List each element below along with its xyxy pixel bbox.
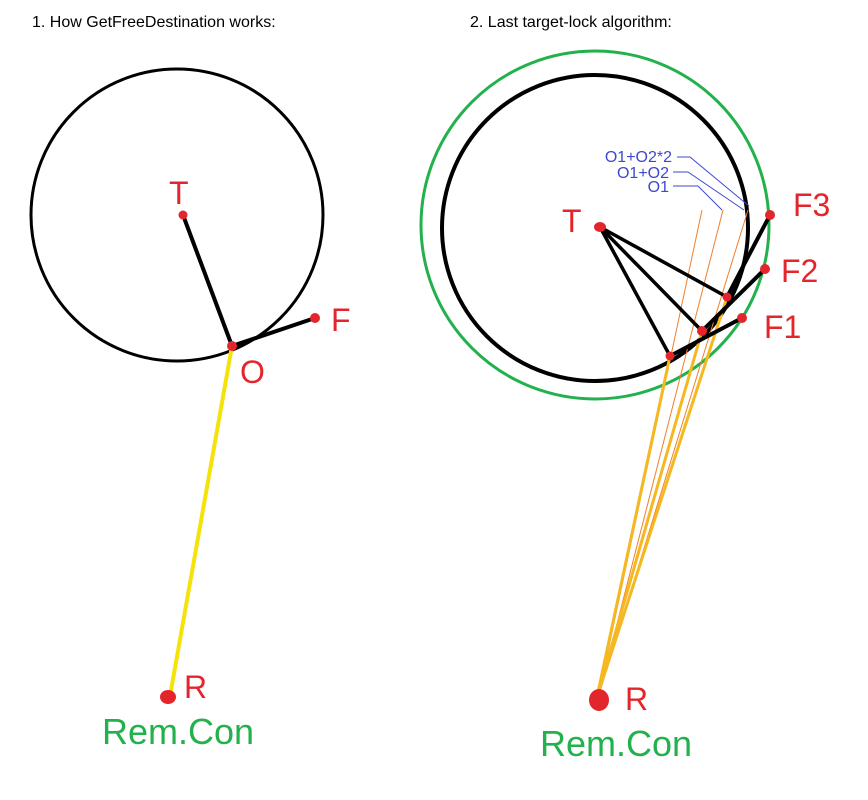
t-to-o-line [181, 214, 234, 347]
point-f2 [760, 264, 770, 274]
point-r [160, 690, 176, 704]
label-t: T [169, 175, 189, 211]
point-o2 [697, 326, 707, 336]
t-to-o1-line [598, 226, 672, 357]
label-remcon2: Rem.Con [540, 723, 692, 764]
panel1-title: 1. How GetFreeDestination works: [32, 14, 276, 31]
t-to-o2-line [598, 225, 704, 333]
t-to-o3-line [599, 225, 728, 299]
point-o3 [722, 292, 732, 302]
label-f: F [331, 302, 351, 338]
point-t [178, 210, 188, 220]
label-r: R [184, 669, 207, 705]
o2-to-f2-line [700, 267, 767, 333]
o3-to-f3-line [725, 214, 772, 298]
annotation-line-o1 [673, 185, 723, 211]
label-f1: F1 [764, 309, 801, 345]
label-f2: F2 [781, 253, 818, 289]
point-o [227, 341, 237, 351]
label-f3: F3 [793, 187, 830, 223]
ray-o1 [595, 355, 672, 698]
target-radius-circle-2 [440, 73, 750, 383]
o-to-f-line [231, 316, 316, 348]
panel2-title: 2. Last target-lock algorithm: [470, 14, 672, 31]
o1-to-f1-line [669, 316, 743, 358]
point-o1 [665, 351, 675, 361]
label-o: O [240, 354, 265, 390]
label-t2: T [562, 203, 582, 239]
target-radius-circle [29, 67, 325, 363]
point-r2 [589, 689, 609, 711]
annotation-line-o1o2 [673, 171, 745, 211]
annotation-o1o2x2: O1+O2*2 [605, 149, 672, 166]
annotation-o1o2: O1+O2 [617, 165, 669, 182]
point-f [310, 313, 320, 323]
annotation-line-o1o2x2 [677, 156, 750, 207]
ray-o1o2 [595, 330, 704, 698]
label-r2: R [625, 681, 648, 717]
label-remcon: Rem.Con [102, 711, 254, 752]
annotation-o1: O1 [648, 179, 669, 196]
point-f3 [765, 210, 775, 220]
point-t2 [594, 222, 606, 232]
rem-con-ray [168, 345, 234, 697]
point-f1 [737, 313, 747, 323]
ray-o1o2x2 [595, 296, 729, 698]
outer-safe-circle [419, 49, 771, 401]
